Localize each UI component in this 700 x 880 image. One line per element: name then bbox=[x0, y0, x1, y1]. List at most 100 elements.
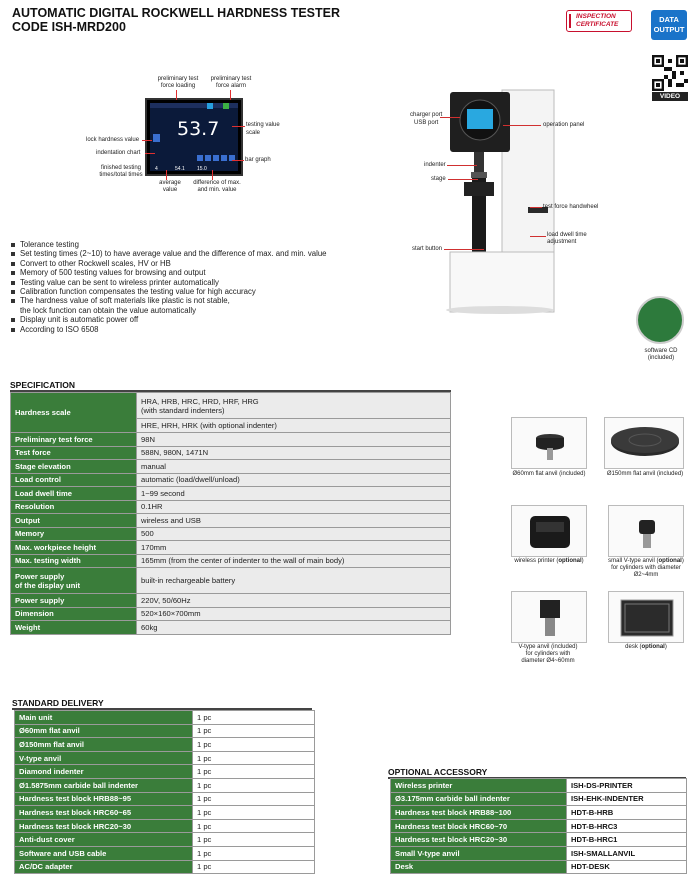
delivery-qty: 1 pc bbox=[192, 764, 315, 779]
delivery-heading: STANDARD DELIVERY bbox=[12, 698, 104, 708]
spec-value: wireless and USB bbox=[136, 513, 451, 528]
average-value: 54.1 bbox=[175, 166, 185, 172]
list-item: Memory of 500 testing values for browsin… bbox=[10, 268, 327, 277]
difference-value: 15.0 bbox=[197, 166, 207, 172]
spec-value: 220V, 50/60Hz bbox=[136, 593, 451, 608]
flat-anvil-150-image bbox=[604, 417, 684, 469]
annot-dwell-1: load dwell time bbox=[547, 232, 587, 238]
feature-text: Memory of 500 testing values for browsin… bbox=[20, 268, 206, 278]
spec-value: 1~99 second bbox=[136, 486, 451, 501]
spec-key: Hardness scale bbox=[10, 392, 137, 433]
spec-key: Test force bbox=[10, 445, 137, 460]
delivery-qty: 1 pc bbox=[192, 832, 315, 847]
spec-value: 500 bbox=[136, 526, 451, 541]
optional-code: HDT-B-HRC3 bbox=[566, 818, 687, 834]
spec-key: Max. testing width bbox=[10, 553, 137, 568]
acc-label-part: optional bbox=[558, 558, 582, 564]
spec-value-line: HRA, HRB, HRC, HRD, HRF, HRG bbox=[141, 396, 259, 406]
cd-label-line: (included) bbox=[647, 355, 675, 361]
spec-key-line: of the display unit bbox=[15, 580, 80, 590]
spec-key: Power supply bbox=[10, 593, 137, 608]
inspection-certificate-badge: INSPECTION CERTIFICATE bbox=[566, 10, 632, 32]
qr-code-icon[interactable] bbox=[652, 55, 688, 91]
spec-key: Load dwell time bbox=[10, 486, 137, 501]
optional-code: HDT-B-HRC1 bbox=[566, 832, 687, 847]
acc-label-part: optional bbox=[658, 558, 682, 564]
delivery-qty: 1 pc bbox=[192, 750, 315, 766]
flat-anvil-60-image bbox=[511, 417, 587, 469]
spec-value-line: (with standard indenters) bbox=[141, 405, 225, 415]
acc-label: V-type anvil (included) for cylinders wi… bbox=[508, 644, 588, 665]
count-value: 4 bbox=[155, 166, 158, 172]
video-label: VIDEO bbox=[652, 92, 688, 101]
spec-key: Weight bbox=[10, 620, 137, 635]
cd-label: software CD (included) bbox=[636, 348, 686, 362]
acc-label-line: diameter Ø4~60mm bbox=[521, 658, 575, 664]
spec-value: manual bbox=[136, 459, 451, 474]
title-line-2: CODE ISH-MRD200 bbox=[12, 20, 126, 34]
delivery-item: Ø60mm flat anvil bbox=[14, 723, 193, 739]
bar-graph-bar bbox=[229, 155, 235, 161]
delivery-qty: 1 pc bbox=[192, 791, 315, 807]
testing-value: 53.7 bbox=[177, 118, 220, 140]
acc-label-part: ) bbox=[581, 558, 584, 564]
title-line-1: AUTOMATIC DIGITAL ROCKWELL HARDNESS TEST… bbox=[12, 6, 341, 20]
optional-item: Desk bbox=[390, 859, 567, 875]
annot-difference: difference of max. and min. value bbox=[193, 180, 241, 193]
annot-usb-port: USB port bbox=[414, 120, 439, 126]
optional-code: ISH-EHK-INDENTER bbox=[566, 791, 687, 807]
spec-value: 98N bbox=[136, 432, 451, 447]
delivery-qty: 1 pc bbox=[192, 710, 315, 725]
acc-label: Ø60mm flat anvil (included) bbox=[512, 471, 586, 477]
spec-value: HRA, HRB, HRC, HRD, HRF, HRG(with standa… bbox=[136, 392, 451, 419]
delivery-item: Ø1.5875mm carbide ball indenter bbox=[14, 777, 193, 793]
annot-start-button: start button bbox=[412, 246, 443, 252]
acc-label-part: small V-type anvil ( bbox=[608, 558, 659, 564]
spec-key: Max. workpiece height bbox=[10, 540, 137, 555]
feature-text: Display unit is automatic power off bbox=[20, 315, 139, 325]
feature-text: The hardness value of soft materials lik… bbox=[20, 296, 230, 306]
acc-label-part: ) bbox=[681, 558, 684, 564]
list-item: Convert to other Rockwell scales, HV or … bbox=[10, 259, 327, 268]
list-item: Set testing times (2~10) to have average… bbox=[10, 249, 327, 258]
acc-label-part: optional bbox=[641, 644, 665, 650]
annot-dwell-2: adjustment bbox=[547, 239, 577, 245]
spec-heading: SPECIFICATION bbox=[10, 380, 76, 390]
v-anvil-image bbox=[511, 591, 587, 643]
list-item: Tolerance testing bbox=[10, 240, 327, 249]
spec-value: 165mm (from the center of indenter to th… bbox=[136, 553, 451, 568]
acc-label-line: for cylinders with diameter bbox=[611, 565, 681, 571]
delivery-item: Main unit bbox=[14, 710, 193, 725]
annot-indentation-chart: indentation chart bbox=[96, 150, 141, 156]
annot-indenter: indenter bbox=[424, 162, 446, 168]
acc-label-part: wireless printer ( bbox=[514, 558, 559, 564]
delivery-item: Diamond indenter bbox=[14, 764, 193, 779]
bar-graph-bar bbox=[205, 155, 211, 161]
acc-label-line: V-type anvil (included) bbox=[518, 644, 578, 650]
optional-item: Wireless printer bbox=[390, 778, 567, 793]
delivery-item: Anti-dust cover bbox=[14, 832, 193, 847]
force-loading-indicator bbox=[207, 103, 213, 109]
optional-item: Hardness test block HRC20~30 bbox=[390, 832, 567, 847]
badge-text: DATA bbox=[659, 15, 679, 24]
optional-code: ISH-SMALLANVIL bbox=[566, 845, 687, 861]
bar-graph-bar bbox=[197, 155, 203, 161]
acc-label: wireless printer (optional) bbox=[506, 558, 592, 565]
optional-item: Small V-type anvil bbox=[390, 845, 567, 861]
data-output-badge: DATA OUTPUT bbox=[651, 10, 687, 40]
delivery-qty: 1 pc bbox=[192, 723, 315, 739]
spec-key: Resolution bbox=[10, 499, 137, 514]
spec-key: Load control bbox=[10, 472, 137, 487]
annot-handwheel: test force handwheel bbox=[543, 204, 599, 210]
delivery-item: Software and USB cable bbox=[14, 845, 193, 861]
annot-testing-value: testing value bbox=[246, 122, 280, 128]
spec-value: built-in rechargeable battery bbox=[136, 567, 451, 594]
small-v-anvil-image bbox=[608, 505, 684, 557]
annot-prelim-loading: preliminary test force loading bbox=[157, 76, 199, 89]
hardness-tester-image bbox=[446, 89, 555, 314]
spec-key: Dimension bbox=[10, 606, 137, 621]
annot-charger-port: charger port bbox=[410, 112, 443, 118]
acc-label-line: for cylinders with bbox=[525, 651, 571, 657]
cd-label-line: software CD bbox=[644, 348, 678, 354]
delivery-qty: 1 pc bbox=[192, 859, 315, 875]
